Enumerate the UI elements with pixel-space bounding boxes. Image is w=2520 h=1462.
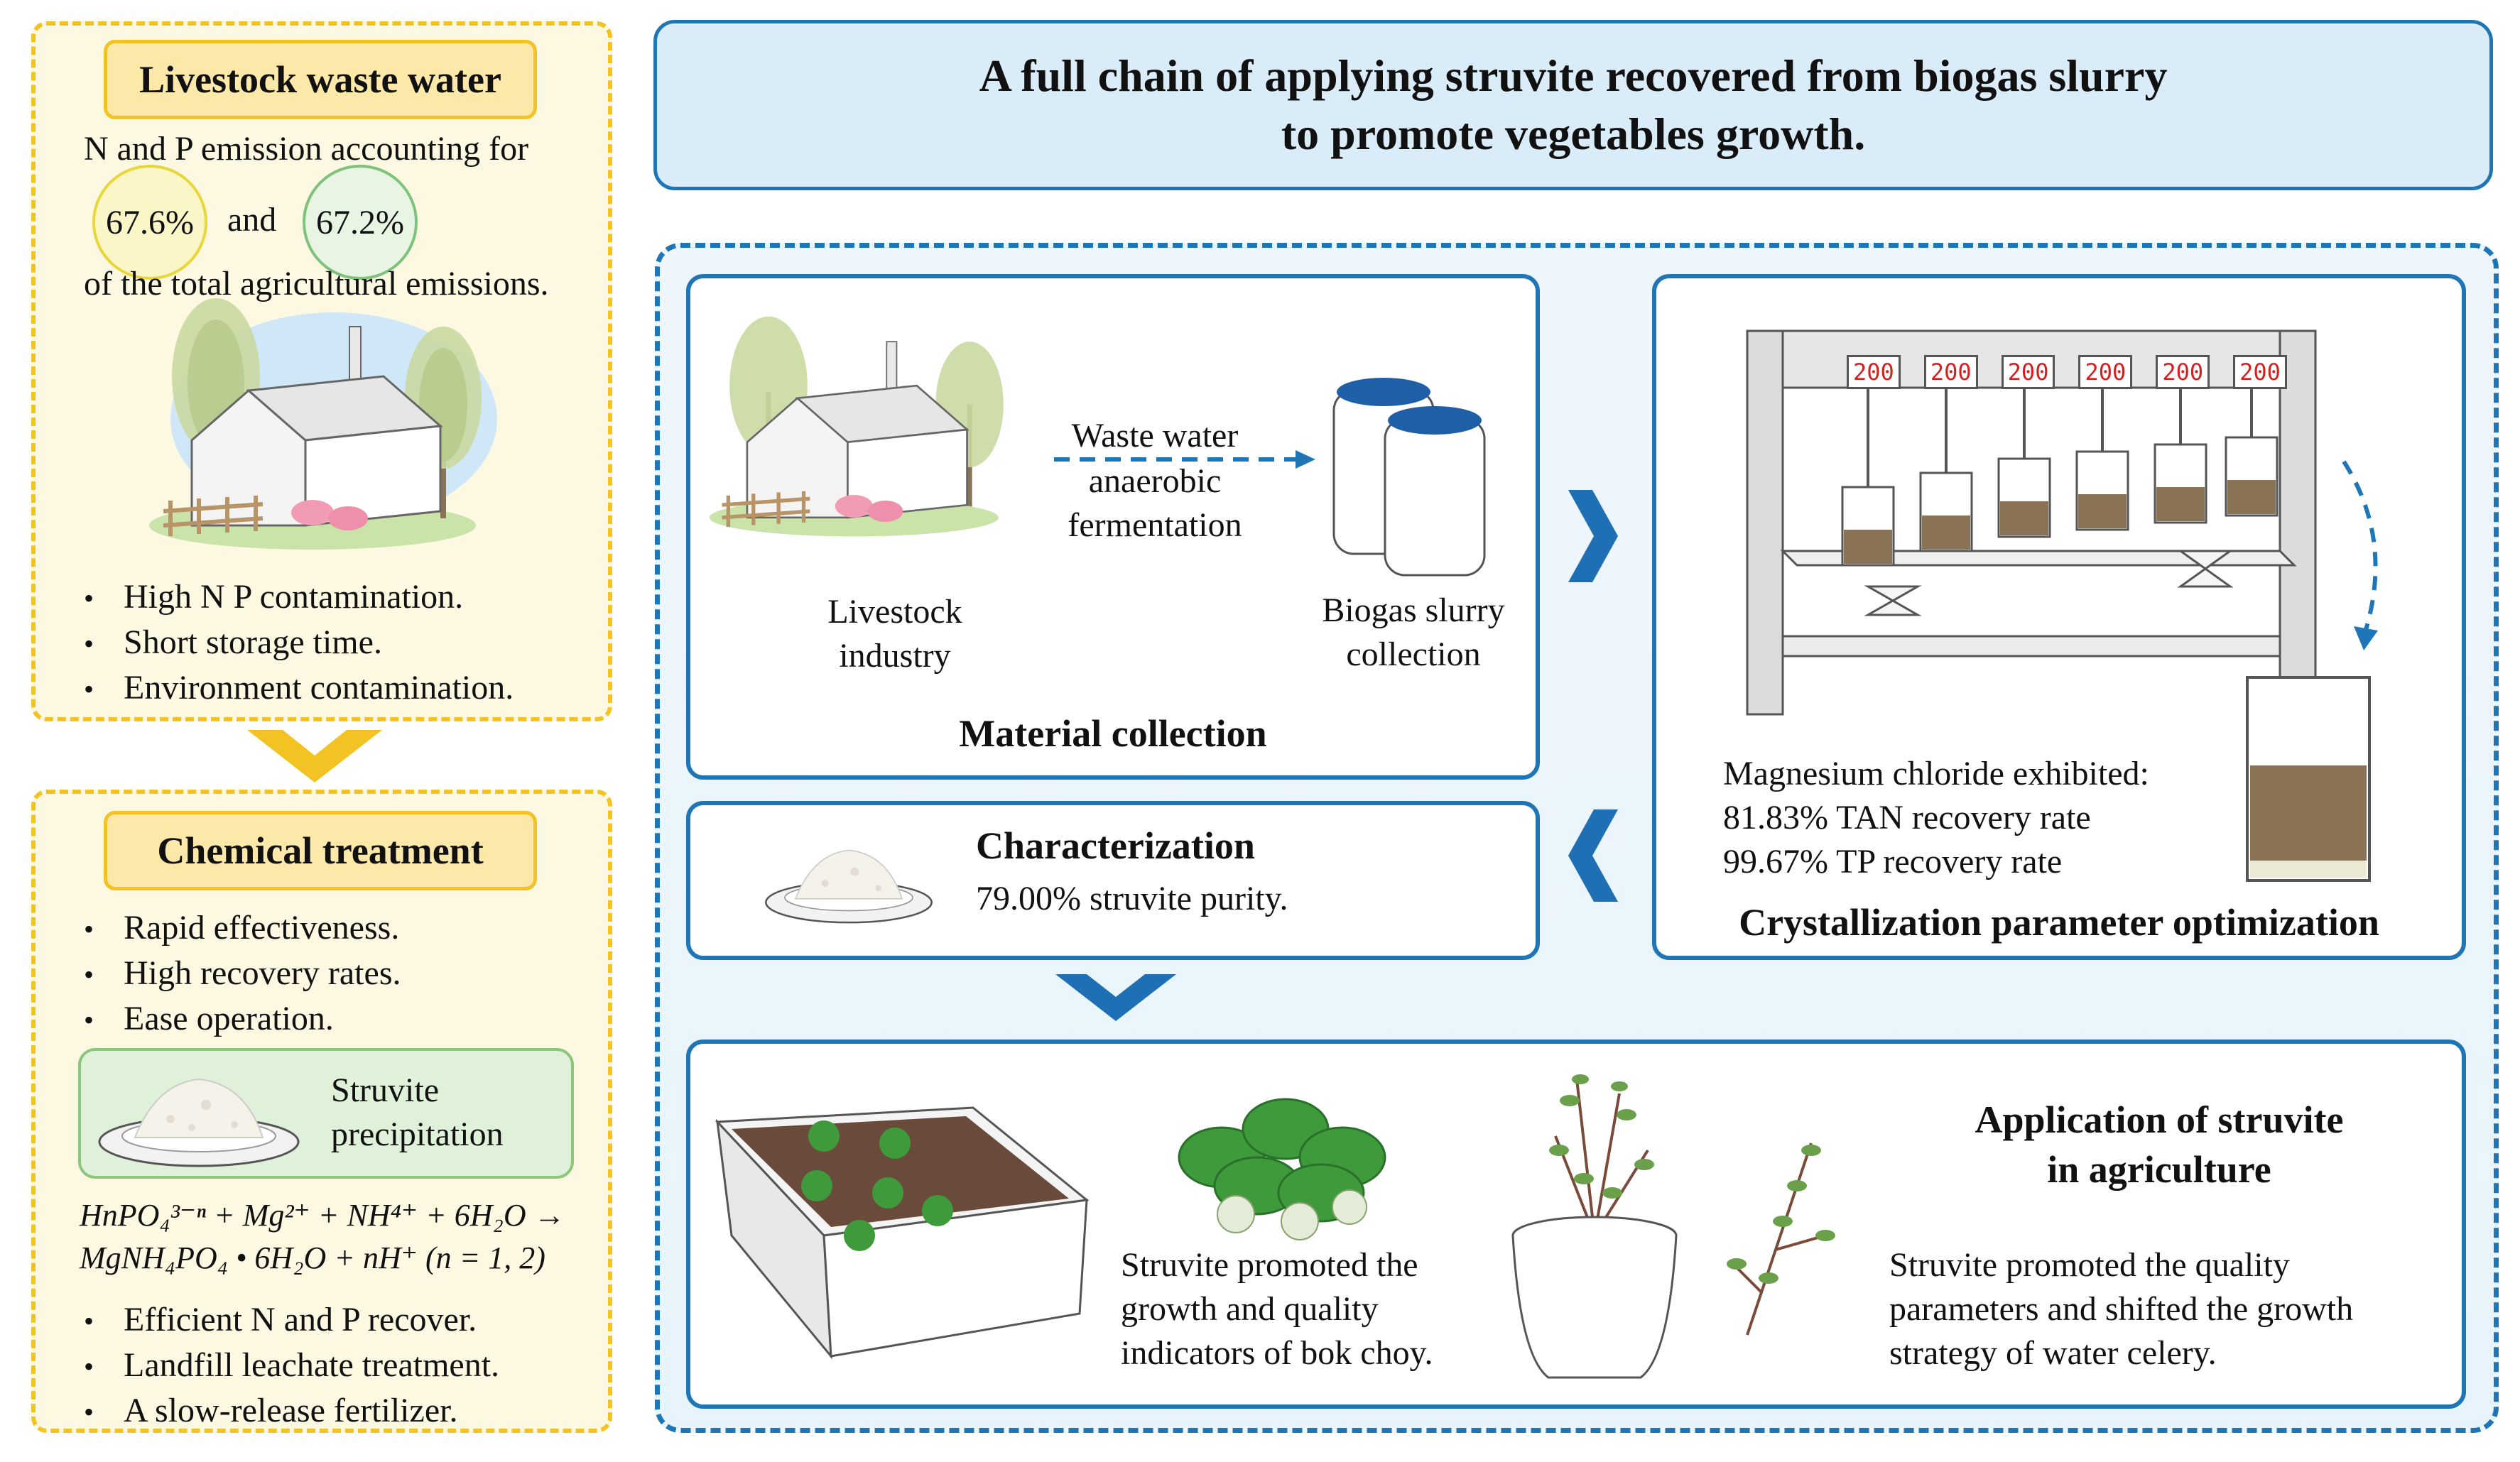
chemical-bullet: Rapid effectiveness.	[84, 906, 595, 951]
arrow-label-line3: fermentation	[1068, 506, 1242, 544]
farm-illustration	[149, 298, 497, 550]
arrow-label-line1: Waste water	[1071, 417, 1239, 454]
livestock-bullets: High N P contamination. Short storage ti…	[84, 575, 595, 711]
dashed-arrow-icon	[1054, 450, 1315, 469]
n-percent-value: 67.6%	[106, 203, 194, 241]
livestock-bullet: High N P contamination.	[84, 575, 595, 621]
right-chevron-icon	[1568, 490, 1618, 582]
livestock-farm-illustration	[709, 316, 1004, 537]
result-line1: Magnesium chloride exhibited:	[1723, 755, 2149, 792]
beaker-slurry	[1844, 530, 1892, 564]
formula-line1: HnPO₄³⁻ⁿ + Mg²⁺ + NH⁴⁺ + 6H₂O →	[80, 1198, 565, 1233]
speed-display: 200	[1923, 355, 1978, 389]
chemical-bullet: A slow-release fertilizer.	[84, 1389, 595, 1434]
chemical-bullet: High recovery rates.	[84, 951, 595, 997]
beaker-slurry	[2000, 501, 2048, 535]
biogas-label-line1: Biogas slurry	[1322, 591, 1505, 629]
livestock-bullet: Environment contamination.	[84, 666, 595, 711]
characterization-caption: Characterization	[976, 824, 1255, 867]
speed-display: 200	[2233, 355, 2287, 389]
planting-tray-icon	[715, 1106, 1090, 1360]
speed-display: 200	[1847, 355, 1901, 389]
n-percent-circle: 67.6%	[92, 165, 207, 280]
celery-sprig-icon	[1727, 1142, 1835, 1336]
potted-celery-icon	[1511, 1074, 1678, 1379]
result-line3: 99.67% TP recovery rate	[1723, 843, 2063, 880]
title-line2: to promote vegetables growth.	[1281, 109, 1866, 159]
formula-line2: MgNH₄PO₄ • 6H₂O + nH⁺ (n = 1, 2)	[80, 1240, 545, 1275]
chemical-bullet: Ease operation.	[84, 997, 595, 1042]
crystallization-caption: Crystallization parameter optimization	[1739, 901, 2379, 944]
bok-choy-icon	[1178, 1098, 1386, 1240]
chemical-bullet: Landfill leachate treatment.	[84, 1343, 595, 1389]
bokchoy-line3: indicators of bok choy.	[1121, 1334, 1433, 1372]
chemical-treatment-heading: Chemical treatment	[104, 811, 537, 890]
p-percent-value: 67.2%	[316, 203, 404, 241]
bokchoy-line1: Struvite promoted the	[1121, 1246, 1418, 1284]
chemical-top-bullets: Rapid effectiveness. High recovery rates…	[84, 906, 595, 1042]
purity-text: 79.00% struvite purity.	[976, 880, 1288, 917]
jar-test-apparatus	[1746, 329, 2317, 716]
down-chevron-blue-icon	[1055, 974, 1176, 1021]
chemical-bullet: Efficient N and P recover.	[84, 1298, 595, 1343]
biogas-containers-icon	[1332, 378, 1486, 577]
livestock-bullet: Short storage time.	[84, 621, 595, 666]
beaker-slurry	[1922, 515, 1970, 550]
result-line2: 81.83% TAN recovery rate	[1723, 799, 2091, 836]
biogas-label-line2: collection	[1346, 635, 1481, 673]
application-heading-line2: in agriculture	[2047, 1148, 2271, 1191]
precip-label-line2: precipitation	[331, 1115, 504, 1153]
speed-display: 200	[2078, 355, 2133, 389]
arrow-label-line2: anaerobic	[1088, 462, 1222, 500]
speed-displays: 200 200 200 200 200 200	[1847, 355, 2287, 389]
livestock-industry-line2: industry	[839, 637, 951, 675]
down-chevron-icon	[247, 730, 382, 782]
application-heading-line1: Application of struvite	[1975, 1098, 2344, 1141]
emission-text-line1: N and P emission accounting for	[84, 130, 529, 168]
celery-line1: Struvite promoted the quality	[1889, 1246, 2290, 1284]
and-word: and	[227, 201, 277, 239]
p-percent-circle: 67.2%	[303, 165, 418, 280]
celery-line3: strategy of water celery.	[1889, 1334, 2217, 1372]
livestock-industry-line1: Livestock	[827, 593, 962, 631]
emission-text-line3: of the total agricultural emissions.	[84, 265, 549, 302]
speed-display: 200	[2001, 355, 2055, 389]
speed-display: 200	[2156, 355, 2210, 389]
livestock-waste-heading: Livestock waste water	[104, 40, 537, 119]
beaker-slurry	[2078, 494, 2127, 528]
curved-dashed-arrow-icon	[2342, 460, 2378, 650]
beaker-slurry	[2227, 480, 2276, 514]
struvite-powder-plate-icon	[98, 1078, 300, 1167]
bokchoy-line2: growth and quality	[1121, 1290, 1379, 1328]
application-heading: Application of struvite in agriculture	[1861, 1095, 2457, 1194]
diagram-title: A full chain of applying struvite recove…	[653, 20, 2493, 190]
beaker-slurry	[2156, 487, 2205, 521]
left-chevron-icon	[1568, 809, 1618, 902]
title-line1: A full chain of applying struvite recove…	[979, 50, 2168, 101]
struvite-plate-icon	[765, 849, 933, 924]
celery-line2: parameters and shifted the growth	[1889, 1290, 2354, 1328]
material-collection-caption: Material collection	[959, 712, 1267, 755]
precip-label-line1: Struvite	[331, 1071, 439, 1109]
chemical-bottom-bullets: Efficient N and P recover. Landfill leac…	[84, 1298, 595, 1434]
settled-beaker-icon	[2246, 676, 2371, 882]
